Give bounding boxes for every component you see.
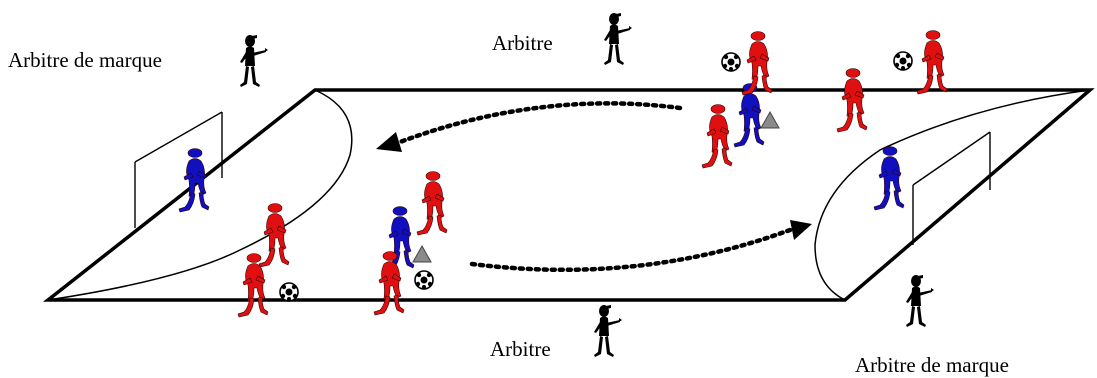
attacker-mid-1-red-player	[416, 171, 448, 236]
attacker-top-4-red-player	[701, 104, 733, 169]
right-goal	[912, 131, 991, 245]
defender-center-blue-player	[383, 206, 415, 271]
ball-top-1-soccer-ball-icon	[721, 52, 741, 72]
referee-bottom-label: Arbitre	[490, 337, 551, 361]
arrow-upper-dotted-arrow-icon	[376, 101, 683, 152]
attacker-top-2-red-player	[916, 30, 948, 95]
right-goal-area	[814, 89, 1091, 301]
goalkeeper-left-blue-player	[178, 148, 210, 213]
referee-top-label: Arbitre	[492, 31, 553, 55]
attacker-bottom-red-player	[237, 253, 269, 318]
table-referee-top-left-label: Arbitre de marque	[8, 48, 162, 72]
table-referee-top-left-figure	[240, 35, 268, 87]
attacker-mid-3-red-player	[373, 251, 405, 316]
arrow-lower-dotted-arrow-icon	[469, 220, 812, 273]
referee-bottom-figure	[594, 305, 622, 357]
ball-bottom-soccer-ball-icon	[279, 282, 299, 302]
attacker-top-3-red-player	[836, 68, 868, 133]
defender-top-blue-player	[733, 83, 765, 148]
referee-top-figure	[604, 13, 632, 65]
table-referee-bottom-right-label: Arbitre de marque	[855, 353, 1009, 377]
attacker-top-1-red-player	[741, 31, 773, 96]
goalkeeper-right-blue-player	[873, 146, 905, 211]
ball-mid-soccer-ball-icon	[414, 270, 434, 290]
table-referee-bottom-right-figure	[906, 275, 934, 327]
attacker-mid-2-red-player	[258, 203, 290, 268]
ball-top-2-soccer-ball-icon	[893, 51, 913, 71]
left-goal	[134, 111, 223, 228]
cone-center-triangle-cone-icon	[412, 245, 432, 263]
left-goal-area	[47, 89, 353, 301]
cone-top-triangle-cone-icon	[760, 111, 780, 129]
